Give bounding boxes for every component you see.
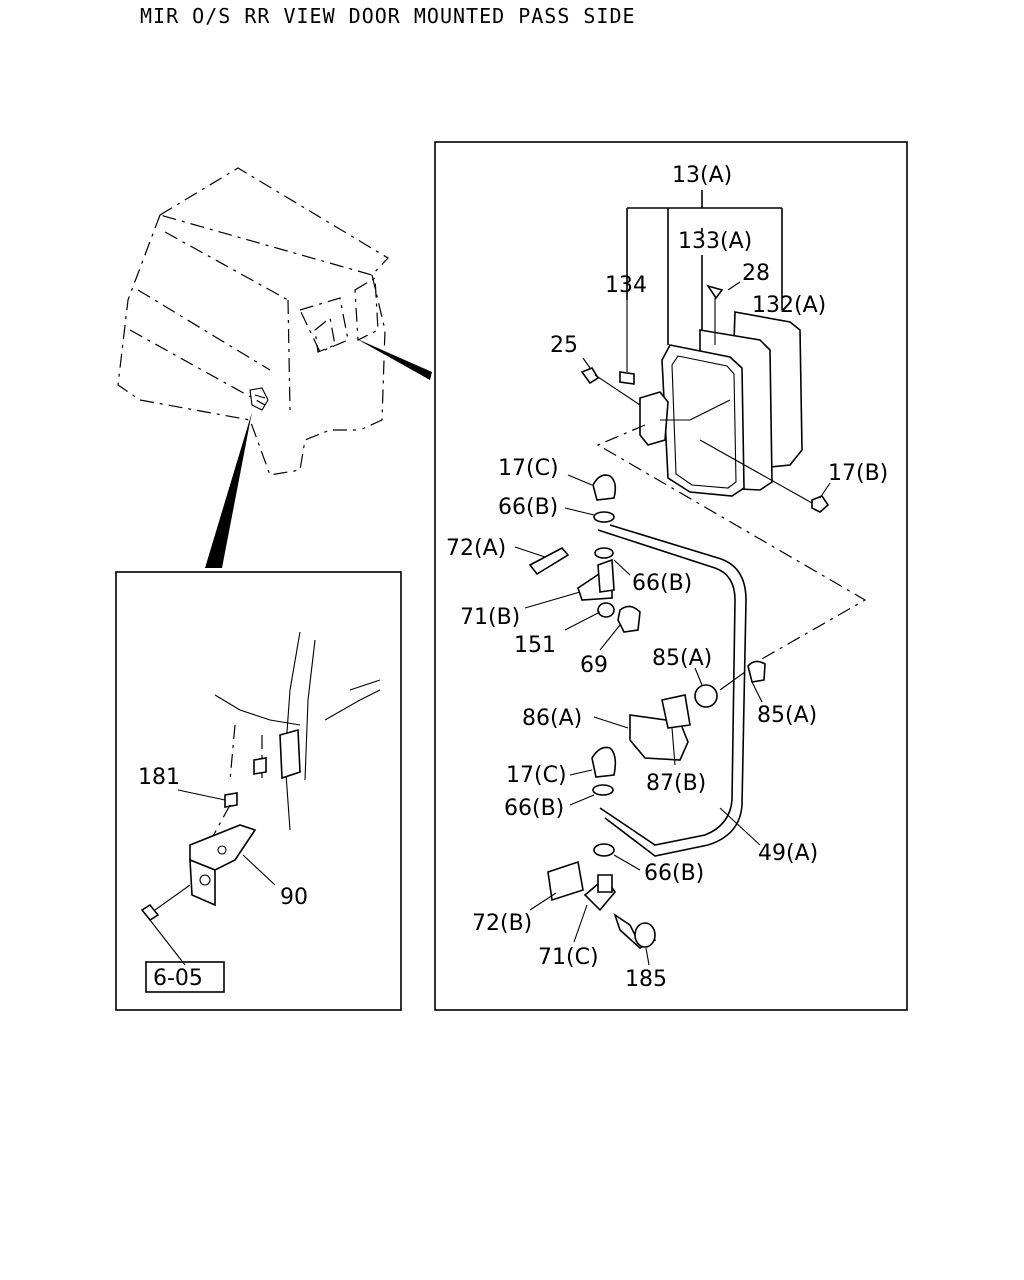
label-132a: 132(A) xyxy=(752,293,826,318)
label-13a: 13(A) xyxy=(672,163,732,188)
label-71b: 71(B) xyxy=(460,605,520,630)
label-72a: 72(A) xyxy=(446,536,506,561)
label-185: 185 xyxy=(625,967,667,992)
label-71c: 71(C) xyxy=(538,945,599,970)
label-181: 181 xyxy=(138,765,180,790)
label-17b: 17(B) xyxy=(828,461,888,486)
label-85a-2: 85(A) xyxy=(757,703,817,728)
label-69: 69 xyxy=(580,653,608,678)
reference-box xyxy=(145,961,225,993)
bracket-detail-box xyxy=(115,571,402,1011)
label-86a: 86(A) xyxy=(522,706,582,731)
callout-labels: 13(A) 133(A) 28 134 132(A) 25 17(C) 17(B… xyxy=(138,163,888,992)
label-17c-top: 17(C) xyxy=(498,456,559,481)
label-66b-4: 66(B) xyxy=(644,861,704,886)
label-17c-bot: 17(C) xyxy=(506,763,567,788)
label-85a-1: 85(A) xyxy=(652,646,712,671)
diagram-title: MIR O/S RR VIEW DOOR MOUNTED PASS SIDE xyxy=(140,4,636,28)
cab-illustration xyxy=(117,167,432,568)
label-66b-1: 66(B) xyxy=(498,495,558,520)
label-28: 28 xyxy=(742,261,770,286)
label-66b-3: 66(B) xyxy=(504,796,564,821)
label-25: 25 xyxy=(550,333,578,358)
label-49a: 49(A) xyxy=(758,841,818,866)
label-151: 151 xyxy=(514,633,556,658)
label-6-05: 6-05 xyxy=(153,966,203,991)
label-72b: 72(B) xyxy=(472,911,532,936)
label-133a: 133(A) xyxy=(678,229,752,254)
label-87b: 87(B) xyxy=(646,771,706,796)
mirror-assembly-box xyxy=(434,141,908,1011)
label-66b-2: 66(B) xyxy=(632,571,692,596)
label-134: 134 xyxy=(605,273,647,298)
label-90: 90 xyxy=(280,885,308,910)
